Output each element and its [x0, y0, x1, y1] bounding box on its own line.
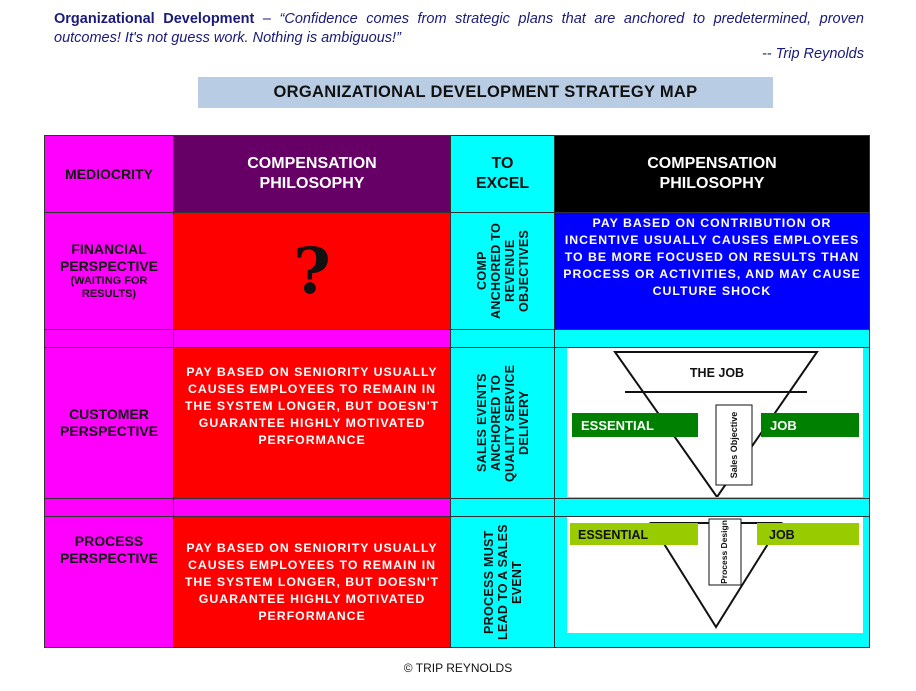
spacer-2-d — [554, 498, 870, 517]
header-compensation-right-text: COMPENSATION PHILOSOPHY — [647, 155, 777, 192]
page-title: ORGANIZATIONAL DEVELOPMENT STRATEGY MAP — [198, 77, 773, 108]
financial-vertical-text: COMP ANCHORED TO REVENUE OBJECTIVES — [474, 222, 531, 320]
process-left-text: PAY BASED ON SENIORITY USUALLY CAUSES EM… — [184, 540, 440, 623]
spacer-2-c — [450, 498, 555, 517]
customer-vertical-text: SALES EVENTS ANCHORED TO QUALITY SERVICE… — [474, 364, 531, 482]
customer-left-cell: PAY BASED ON SENIORITY USUALLY CAUSES EM… — [173, 347, 451, 499]
header-compensation-left: COMPENSATION PHILOSOPHY — [173, 135, 451, 213]
process-design-box — [708, 518, 742, 586]
process-essential-label: ESSENTIAL — [578, 528, 649, 542]
process-essential-bar — [570, 523, 698, 545]
sales-objective-text: Sales Objective — [729, 412, 739, 479]
quote-author: -- Trip Reynolds — [761, 46, 864, 62]
process-diagram-cell: ESSENTIAL JOB Process Design — [554, 516, 870, 648]
header-to-excel-text: TO EXCEL — [475, 155, 530, 192]
header-compensation-right: COMPENSATION PHILOSOPHY — [554, 135, 870, 213]
essential-bar-label: ESSENTIAL — [581, 418, 654, 433]
funnel-svg: THE JOB ESSENTIAL JOB Sales Objective — [572, 351, 859, 499]
spacer-1-d — [554, 329, 870, 348]
job-bar-label: JOB — [770, 418, 797, 433]
process-job-label: JOB — [769, 528, 795, 542]
financial-label-text: FINANCIAL PERSPECTIVE — [59, 241, 159, 274]
spacer-2-b — [173, 498, 451, 517]
row-financial-label: FINANCIAL PERSPECTIVE(WAITING FOR RESULT… — [44, 212, 174, 330]
spacer-1-b — [173, 329, 451, 348]
copyright-footer: © TRIP REYNOLDS — [403, 661, 513, 675]
process-left-cell: PAY BASED ON SENIORITY USUALLY CAUSES EM… — [173, 516, 451, 648]
strategy-map-table: MEDIOCRITY COMPENSATION PHILOSOPHY TO EX… — [44, 135, 870, 648]
funnel-top-label: THE JOB — [690, 366, 744, 380]
spacer-1-c — [450, 329, 555, 348]
customer-label-text: CUSTOMER PERSPECTIVE — [59, 406, 159, 439]
process-funnel-diagram: ESSENTIAL JOB Process Design — [567, 517, 863, 633]
spacer-2-a — [44, 498, 174, 517]
quote-lead: Organizational Development — [54, 11, 255, 27]
spacer-1-a — [44, 329, 174, 348]
header-quote: Organizational Development – “Confidence… — [54, 10, 864, 48]
financial-vertical-cell: COMP ANCHORED TO REVENUE OBJECTIVES — [450, 212, 555, 330]
question-mark: ? — [293, 233, 331, 309]
process-job-bar — [757, 523, 859, 545]
customer-vertical-cell: SALES EVENTS ANCHORED TO QUALITY SERVICE… — [450, 347, 555, 499]
essential-bar — [572, 413, 698, 437]
sales-objective-box — [715, 404, 753, 486]
financial-right-cell: PAY BASED ON CONTRIBUTION OR INCENTIVE U… — [554, 212, 870, 330]
financial-left-cell: ? — [173, 212, 451, 330]
header-mediocrity: MEDIOCRITY — [44, 135, 174, 213]
row-customer-label: CUSTOMER PERSPECTIVE — [44, 347, 174, 499]
process-vertical-text: PROCESS MUST LEAD TO A SALES EVENT — [481, 524, 524, 640]
customer-left-text: PAY BASED ON SENIORITY USUALLY CAUSES EM… — [184, 365, 440, 447]
row-process-label: PROCESS PERSPECTIVE — [44, 516, 174, 648]
job-bar — [761, 413, 859, 437]
financial-sublabel: (WAITING FOR RESULTS) — [70, 275, 148, 300]
customer-diagram-cell: THE JOB ESSENTIAL JOB Sales Objective — [554, 347, 870, 499]
process-vertical-cell: PROCESS MUST LEAD TO A SALES EVENT — [450, 516, 555, 648]
header-compensation-left-text: COMPENSATION PHILOSOPHY — [247, 155, 377, 192]
quote-dash: – — [254, 11, 280, 27]
process-label-text: PROCESS PERSPECTIVE — [59, 533, 159, 566]
quote-text: “Confidence comes from strategic plans t… — [54, 11, 864, 46]
job-funnel-diagram: THE JOB ESSENTIAL JOB Sales Objective — [567, 348, 863, 499]
process-funnel-svg: ESSENTIAL JOB Process Design — [570, 518, 859, 629]
financial-right-text: PAY BASED ON CONTRIBUTION OR INCENTIVE U… — [563, 216, 861, 298]
header-to-excel: TO EXCEL — [450, 135, 555, 213]
process-design-text: Process Design — [719, 520, 729, 584]
